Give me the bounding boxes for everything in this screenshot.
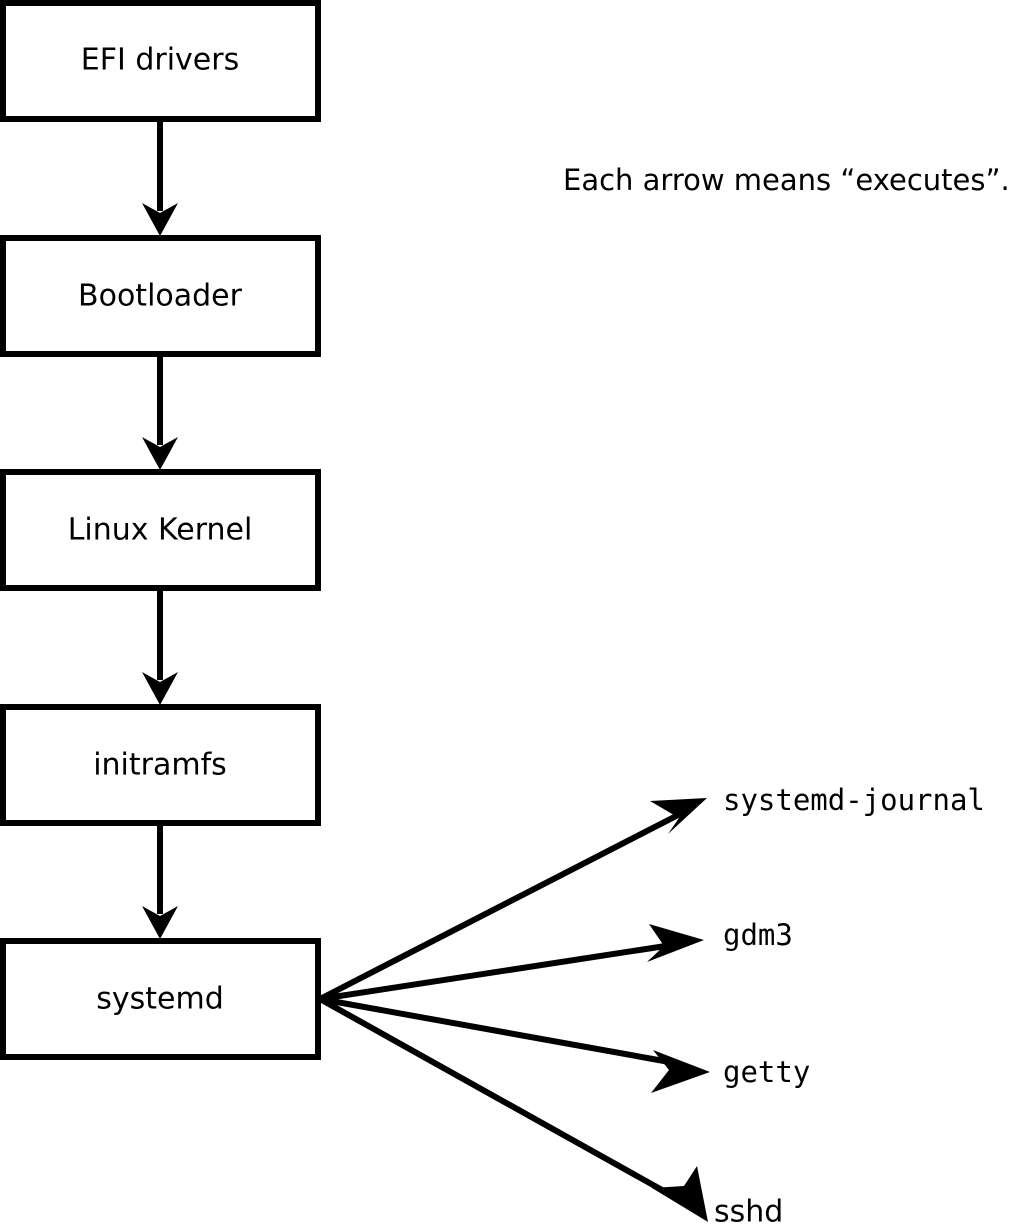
arrow-head-icon bbox=[142, 203, 178, 236]
arrow-systemd-to-getty bbox=[319, 996, 710, 1093]
node-bootloader[interactable]: Bootloader bbox=[0, 235, 321, 357]
node-systemd[interactable]: systemd bbox=[0, 938, 321, 1060]
arrow-bootloader-to-kernel bbox=[142, 354, 178, 470]
node-initramfs[interactable]: initramfs bbox=[0, 704, 321, 826]
arrow-systemd-to-sshd bbox=[318, 996, 708, 1222]
arrow-head-icon bbox=[652, 1166, 708, 1222]
arrow-head-icon bbox=[142, 437, 178, 470]
node-label-bootloader: Bootloader bbox=[78, 279, 243, 314]
legend-text: Each arrow means “executes”. bbox=[563, 163, 1010, 197]
arrow-head-icon bbox=[142, 906, 178, 939]
arrow-head-icon bbox=[142, 672, 178, 705]
arrow-systemd-to-gdm3 bbox=[319, 924, 704, 1002]
leaf-label-sshd: sshd bbox=[714, 1195, 783, 1230]
node-box-initramfs[interactable] bbox=[0, 704, 321, 826]
node-label-efi-drivers: EFI drivers bbox=[81, 43, 239, 78]
arrow-head-icon bbox=[647, 924, 704, 962]
arrow-initramfs-to-systemd bbox=[142, 823, 178, 939]
leaf-label-systemd-journal: systemd-journal bbox=[723, 783, 985, 817]
node-label-linux-kernel: Linux Kernel bbox=[68, 513, 253, 548]
arrow-kernel-to-initramfs bbox=[142, 588, 178, 705]
leaf-label-getty: getty bbox=[723, 1055, 810, 1089]
node-label-systemd: systemd bbox=[96, 982, 224, 1017]
node-linux-kernel[interactable]: Linux Kernel bbox=[0, 469, 321, 591]
arrow-systemd-to-systemd-journal bbox=[318, 798, 707, 1002]
arrow-head-icon bbox=[651, 1050, 710, 1093]
arrow-efi-to-bootloader bbox=[142, 119, 178, 236]
arrow-head-icon bbox=[650, 798, 707, 834]
node-label-initramfs: initramfs bbox=[93, 748, 227, 783]
node-box-efi-drivers[interactable] bbox=[0, 0, 321, 122]
leaf-label-gdm3: gdm3 bbox=[723, 918, 793, 952]
node-box-systemd[interactable] bbox=[0, 938, 321, 1060]
node-efi-drivers[interactable]: EFI drivers bbox=[0, 0, 321, 122]
